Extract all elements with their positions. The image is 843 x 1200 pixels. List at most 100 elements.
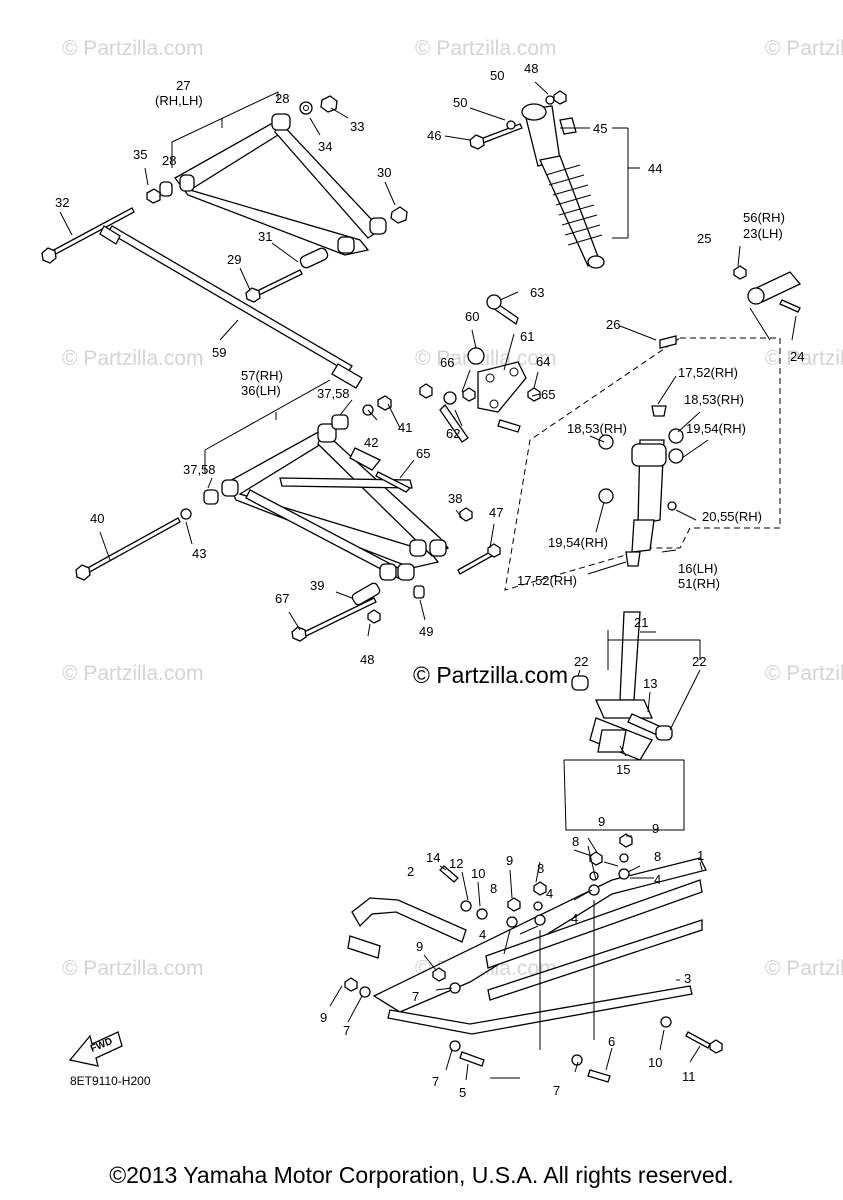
callout-17-52-rh: 17,52(RH) — [678, 365, 738, 380]
callout-42: 42 — [364, 435, 378, 450]
watermark: © Partzilla.com — [765, 37, 843, 60]
callout-31: 31 — [258, 229, 272, 244]
callout-12: 12 — [449, 856, 463, 871]
lower-a-arm — [221, 423, 450, 581]
copyright-notice: ©2013 Yamaha Motor Corporation, U.S.A. A… — [109, 1162, 734, 1188]
watermark-group: © Partzilla.com © Partzilla.com © Partzi… — [62, 37, 843, 980]
callout-9: 9 — [416, 939, 423, 954]
callout-59: 59 — [212, 345, 226, 360]
callout-43: 43 — [192, 546, 206, 561]
callout-4: 4 — [654, 872, 661, 887]
callout-18-53-rh: 18,53(RH) — [684, 392, 744, 407]
callout-49: 49 — [419, 624, 433, 639]
callout-13: 13 — [643, 676, 657, 691]
callout-28: 28 — [275, 91, 289, 106]
diagram-code: 8ET9110-H200 — [70, 1074, 151, 1088]
callout-32: 32 — [55, 195, 69, 210]
callout-24: 24 — [790, 349, 804, 364]
callout-19-54-rh: 19,54(RH) — [548, 535, 608, 550]
ski-spindle — [571, 611, 673, 761]
watermark: © Partzilla.com — [62, 37, 204, 60]
callout-50: 50 — [453, 95, 467, 110]
callout-51-rh: 51(RH) — [678, 576, 720, 591]
callout-16-lh: 16(LH) — [678, 561, 718, 576]
callout-7: 7 — [343, 1023, 350, 1038]
callout-47: 47 — [489, 505, 503, 520]
upper-a-arm — [174, 113, 387, 256]
callout-44: 44 — [648, 161, 662, 176]
callout-48: 48 — [360, 652, 374, 667]
callout-8: 8 — [537, 861, 544, 876]
callout-66: 66 — [440, 355, 454, 370]
callout-25: 25 — [697, 231, 711, 246]
callout-41: 41 — [398, 420, 412, 435]
callout-64: 64 — [536, 354, 550, 369]
callout-34: 34 — [318, 139, 332, 154]
callout-14: 14 — [426, 850, 440, 865]
callout-9: 9 — [506, 853, 513, 868]
shock-absorber — [469, 90, 605, 269]
callout-33: 33 — [350, 119, 364, 134]
watermark: © Partzilla.com — [765, 662, 843, 685]
callout-50: 50 — [490, 68, 504, 83]
callout-26: 26 — [606, 317, 620, 332]
callout-27-rh-lh: (RH,LH) — [155, 93, 203, 108]
callout-60: 60 — [465, 309, 479, 324]
hardware-lower — [75, 395, 501, 642]
callout-8: 8 — [490, 881, 497, 896]
callout-30: 30 — [377, 165, 391, 180]
callout-57-rh: 57(RH) — [241, 368, 283, 383]
callout-labels: 27 (RH,LH) 28 28 33 34 35 32 30 31 29 59… — [55, 61, 804, 1100]
callout-9: 9 — [652, 821, 659, 836]
hardware-upper — [41, 95, 408, 303]
callout-40: 40 — [90, 511, 104, 526]
callout-56-rh: 56(RH) — [743, 210, 785, 225]
watermark: © Partzilla.com — [62, 347, 204, 370]
callout-8: 8 — [654, 849, 661, 864]
callout-37-58: 37,58 — [317, 386, 350, 401]
callout-23-lh: 23(LH) — [743, 226, 783, 241]
callout-21: 21 — [634, 615, 648, 630]
callout-63: 63 — [530, 285, 544, 300]
callout-65: 65 — [416, 446, 430, 461]
partzilla-brand: © Partzilla.com — [413, 662, 568, 688]
callout-9: 9 — [598, 814, 605, 829]
callout-27: 27 — [176, 78, 190, 93]
callout-9: 9 — [320, 1010, 327, 1025]
callout-8: 8 — [572, 834, 579, 849]
shaft-59 — [99, 225, 363, 389]
ski-hardware — [344, 833, 633, 998]
watermark: © Partzilla.com — [62, 957, 204, 980]
callout-62: 62 — [446, 426, 460, 441]
callout-1: 1 — [697, 848, 704, 863]
callout-4: 4 — [546, 886, 553, 901]
callout-35: 35 — [133, 147, 147, 162]
callout-17-52-rh: 17,52(RH) — [517, 573, 577, 588]
callout-37-58: 37,58 — [183, 462, 216, 477]
callout-20-55-rh: 20,55(RH) — [702, 509, 762, 524]
callout-67: 67 — [275, 591, 289, 606]
callout-36-lh: 36(LH) — [241, 383, 281, 398]
callout-45: 45 — [593, 121, 607, 136]
watermark: © Partzilla.com — [765, 347, 843, 370]
callout-39: 39 — [310, 578, 324, 593]
callout-48: 48 — [524, 61, 538, 76]
callout-19-54-rh: 19,54(RH) — [686, 421, 746, 436]
callout-61: 61 — [520, 329, 534, 344]
callout-4: 4 — [571, 911, 578, 926]
watermark: © Partzilla.com — [415, 37, 557, 60]
callout-7: 7 — [432, 1074, 439, 1089]
callout-10: 10 — [648, 1055, 662, 1070]
callout-11: 11 — [682, 1069, 696, 1084]
callout-7: 7 — [553, 1083, 560, 1098]
callout-5: 5 — [459, 1085, 466, 1100]
watermark: © Partzilla.com — [765, 957, 843, 980]
callout-38: 38 — [448, 491, 462, 506]
callout-6: 6 — [608, 1034, 615, 1049]
watermark: © Partzilla.com — [415, 347, 557, 370]
callout-18-53-rh: 18,53(RH) — [567, 421, 627, 436]
callout-2: 2 — [407, 864, 414, 879]
callout-22: 22 — [574, 654, 588, 669]
callout-22: 22 — [692, 654, 706, 669]
